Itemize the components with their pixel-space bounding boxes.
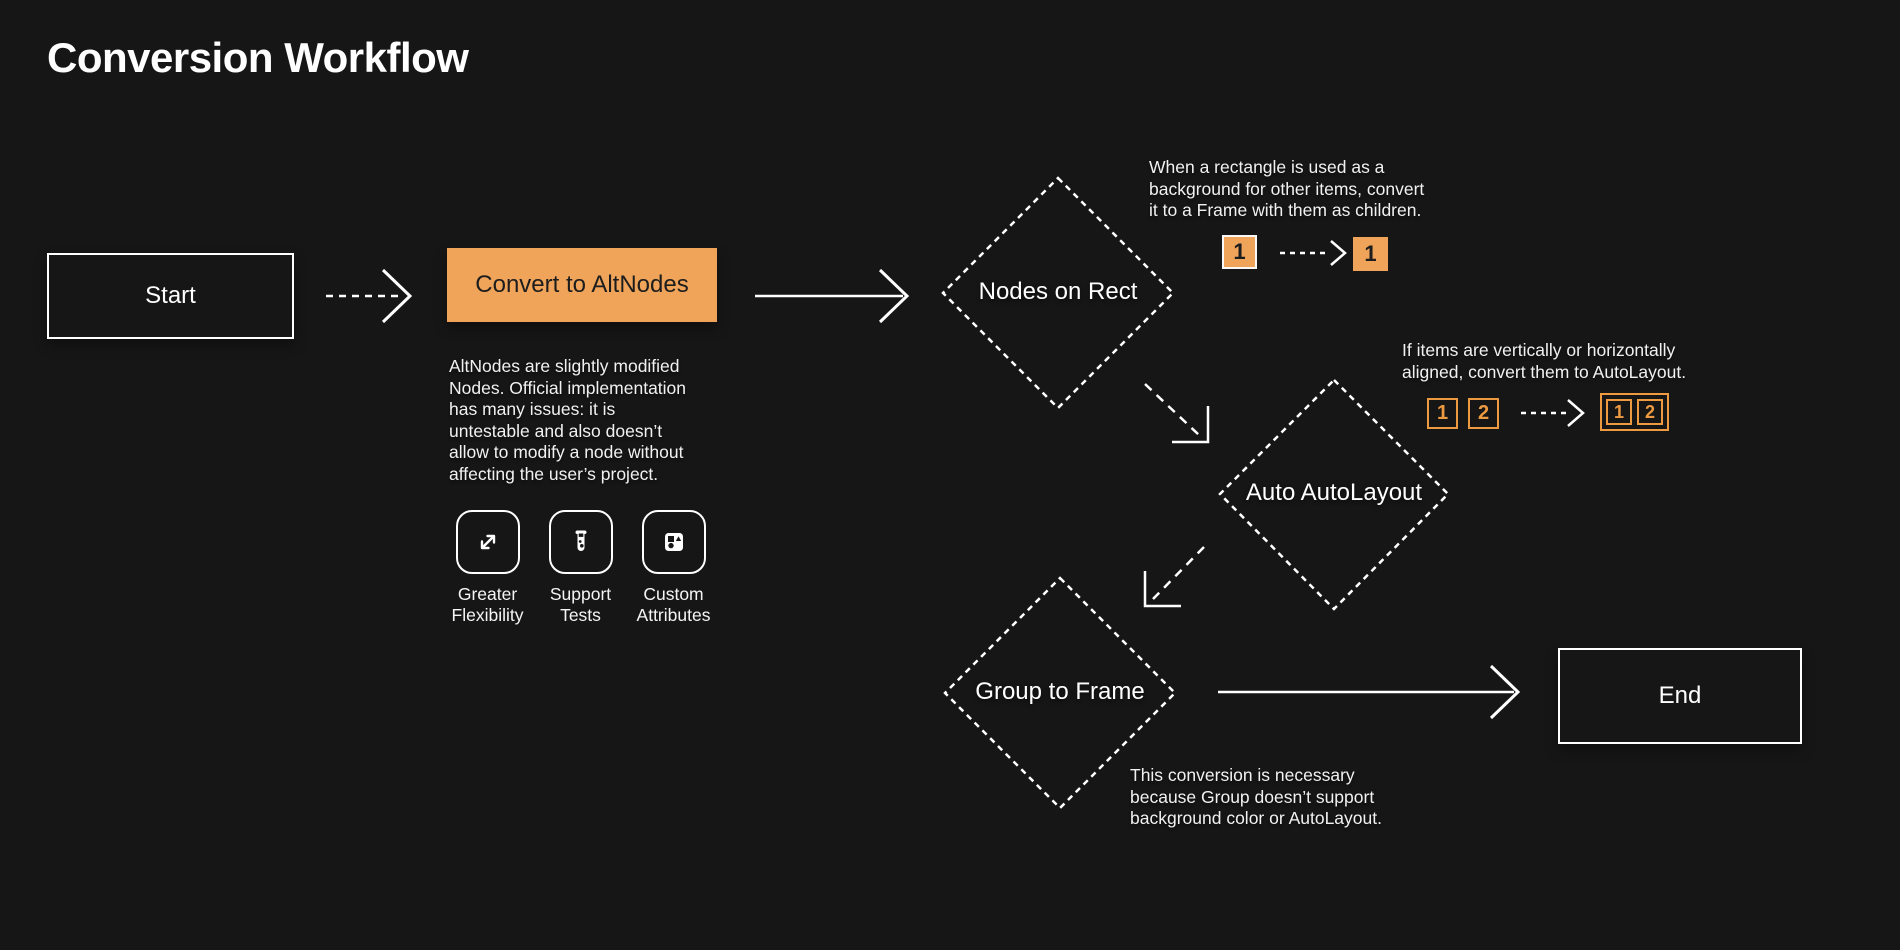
group-to-frame-note: This conversion is necessary because Gro… [1130, 765, 1382, 830]
rect-before-chip: 1 [1222, 235, 1257, 269]
feature-label: Custom Attributes [636, 584, 711, 625]
diamond-group-to-frame [943, 576, 1177, 810]
convert-node-label: Convert to AltNodes [475, 271, 689, 298]
end-node-label: End [1658, 682, 1702, 709]
end-node: End [1558, 648, 1802, 744]
expand-arrows-icon [455, 510, 520, 574]
note-line: because Group doesn’t support [1130, 786, 1375, 807]
feature-support-tests: Support Tests [534, 510, 627, 626]
rect-to-frame-note: When a rectangle is used as a background… [1149, 157, 1424, 222]
test-tube-icon [548, 510, 613, 574]
convert-to-altnodes-node: Convert to AltNodes [447, 248, 717, 322]
feature-custom-attributes: Custom Attributes [627, 510, 720, 626]
note-line: AltNodes are slightly modified [449, 356, 680, 376]
feature-greater-flexibility: Greater Flexibility [441, 510, 534, 626]
arrow-start-to-convert [326, 268, 413, 324]
diamond-auto-autolayout [1218, 378, 1450, 611]
note-line: has many issues: it is [449, 399, 616, 419]
feature-label: Support Tests [549, 584, 612, 625]
diamond-nodes-on-rect [941, 176, 1175, 410]
autolayout-after-group: 1 2 [1600, 393, 1669, 431]
mini-arrow-autolayout-note [1521, 399, 1585, 427]
auto-autolayout-label: Auto AutoLayout [1245, 479, 1423, 506]
group-to-frame-label: Group to Frame [975, 678, 1145, 705]
note-line: aligned, convert them to AutoLayout. [1402, 361, 1687, 382]
note-line: affecting the user’s project. [449, 463, 659, 484]
start-node-label: Start [145, 282, 196, 309]
feature-label: Greater Flexibility [451, 584, 524, 625]
autolayout-after-chip-1: 1 [1606, 399, 1632, 425]
note-line: When a rectangle is used as a [1149, 157, 1385, 177]
autolayout-after-chip-2: 2 [1637, 399, 1663, 425]
mini-arrow-rect-note [1280, 240, 1347, 266]
note-line: allow to modify a node without [449, 442, 684, 462]
note-line: untestable and also doesn’t [449, 420, 663, 441]
nodes-on-rect-label: Nodes on Rect [978, 278, 1138, 305]
autolayout-before-chip-1: 1 [1427, 398, 1458, 429]
shapes-icon [641, 510, 706, 574]
altnodes-features: Greater Flexibility Support Tests [441, 510, 720, 626]
altnodes-description: AltNodes are slightly modified Nodes. Of… [449, 356, 686, 485]
note-line: Nodes. Official implementation [449, 377, 687, 398]
autolayout-note: If items are vertically or horizontally … [1402, 340, 1686, 383]
autolayout-before-chip-2: 2 [1468, 398, 1499, 429]
arrow-grouptoframe-to-end [1218, 664, 1521, 720]
arrow-convert-to-nodesonrect [755, 268, 910, 324]
note-line: it to a Frame with them as children. [1149, 200, 1422, 220]
start-node: Start [47, 253, 294, 339]
arrow-nodesonrect-to-autolayout [1144, 383, 1210, 444]
arrow-autolayout-to-grouptoframe [1143, 546, 1205, 608]
page-title: Conversion Workflow [47, 34, 469, 81]
frame-after-chip: 1 [1353, 237, 1388, 271]
note-line: background for other items, convert [1149, 178, 1425, 199]
note-line: background color or AutoLayout. [1130, 808, 1382, 828]
note-line: This conversion is necessary [1130, 765, 1355, 785]
note-line: If items are vertically or horizontally [1402, 340, 1676, 360]
